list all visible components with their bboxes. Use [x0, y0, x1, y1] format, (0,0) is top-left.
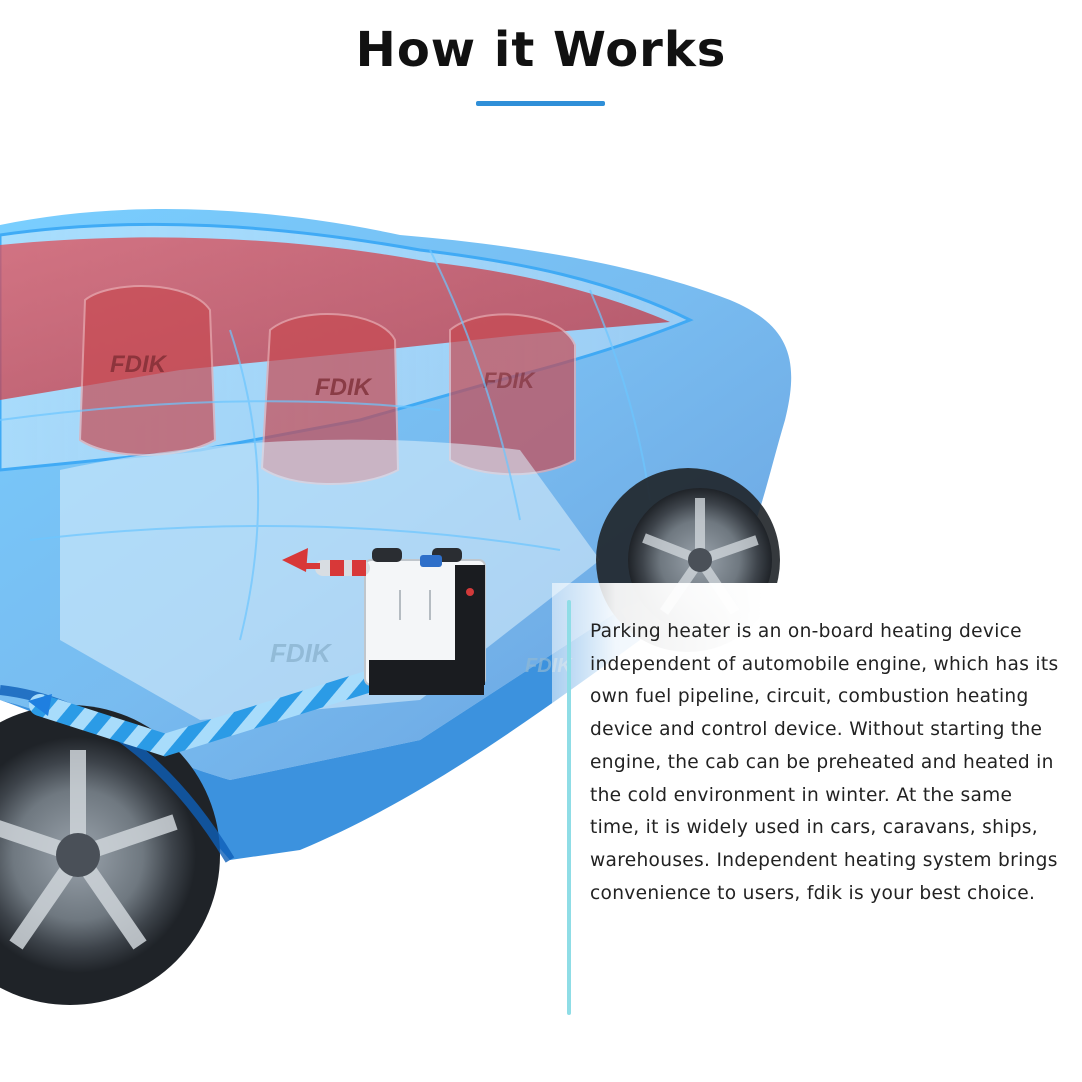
- description-panel: [552, 583, 1082, 1023]
- brand-mark: FDIK: [270, 638, 333, 668]
- parking-heater-unit: [364, 548, 486, 695]
- brand-mark: FDIK: [110, 351, 168, 378]
- page-title: How it Works: [355, 22, 727, 78]
- description-accent-bar: [567, 600, 571, 1015]
- hot-air-arrow: [282, 548, 370, 576]
- description-text: Parking heater is an on-board heating de…: [590, 621, 1059, 904]
- brand-mark: FDIK: [315, 374, 373, 401]
- brand-mark: FDIK: [483, 368, 536, 393]
- title-underline: [476, 101, 605, 106]
